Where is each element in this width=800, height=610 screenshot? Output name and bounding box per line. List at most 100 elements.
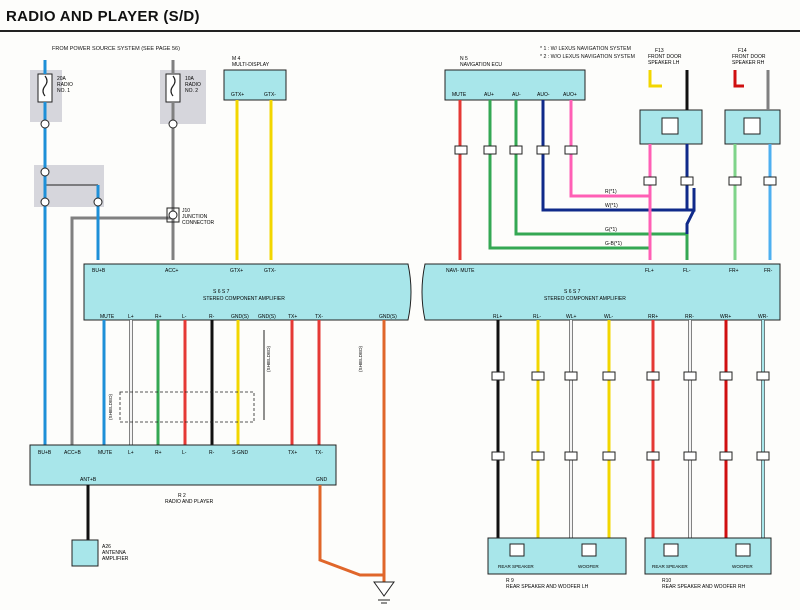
conn-rl-pos-1 [491, 371, 505, 381]
rear-rh-woofer-icon [735, 543, 751, 557]
conn-fl-pos [643, 176, 657, 186]
conn-rr-pos-1 [646, 371, 660, 381]
amp-pin-wlp: WL+ [566, 314, 577, 320]
fuse-radio2 [165, 73, 181, 103]
wire-accb-radio [70, 216, 173, 445]
conn-wl-pos-2 [564, 451, 578, 461]
label-fl-pos: R(*1) [605, 189, 617, 195]
fuse-radio2-label: RADIO [185, 82, 201, 88]
shield-label-3: (SHIELDED) [358, 345, 363, 372]
multi-display-id: M 4 [232, 56, 241, 62]
rear-lh-woofer-label: WOOFER [578, 564, 599, 569]
rear-lh-woofer-icon [581, 543, 597, 557]
front-speaker-lh-label-2: SPEAKER LH [648, 60, 680, 66]
conn-rr-neg-1 [683, 371, 697, 381]
rear-rh-woofer-label: WOOFER [732, 564, 753, 569]
radio-pin-lp: L+ [128, 450, 134, 456]
amp-pin-gtxm: GTX- [264, 268, 276, 274]
amp-pin-wlm: WL- [604, 314, 614, 320]
front-speaker-rh-id: F14 [738, 48, 747, 54]
wire-auom [541, 100, 696, 212]
radio-pin-sgnd: S-GND [232, 450, 249, 456]
conn-wr-pos-2 [719, 451, 733, 461]
amp-pin-rp: R+ [155, 314, 162, 320]
amp-pin-rrp: RR+ [648, 314, 658, 320]
amp-pin-gnds3: GND(S) [379, 314, 397, 320]
front-speaker-lh-id: F13 [655, 48, 664, 54]
wire-auop [569, 100, 652, 198]
label-fr-pos: G(*1) [605, 227, 617, 233]
legend-note-2: * 2 : W/O LEXUS NAVIGATION SYSTEM [540, 54, 635, 60]
amp-pin-rrm: RR- [685, 314, 694, 320]
conn-nav-aum [509, 145, 523, 155]
rear-lh-id: R 9 [506, 578, 514, 584]
rear-lh-name: REAR SPEAKER AND WOOFER LH [506, 584, 589, 590]
radio-pin-lm: L- [182, 450, 187, 456]
amp-panel-right [421, 263, 781, 321]
wire-fr-tweeter [733, 70, 744, 88]
nav-pin-aum: AU- [512, 92, 521, 98]
junction-connector [166, 207, 180, 223]
fuse-radio2-amps: 10A [185, 76, 195, 82]
amp-pin-wrm: WR- [758, 314, 768, 320]
conn-fuse2 [168, 119, 178, 129]
nav-ecu-box [444, 69, 586, 101]
shield-label-2: (SHIELDED) [266, 345, 271, 372]
conn-junction [168, 210, 178, 220]
source-note: FROM POWER SOURCE SYSTEM (SEE PAGE 56) [52, 46, 180, 52]
amp-pin-bub: BU+B [92, 268, 106, 274]
page-title: RADIO AND PLAYER (S/D) [6, 8, 200, 25]
radio-pin-mute: MUTE [98, 450, 113, 456]
amp-pin-frm: FR- [764, 268, 773, 274]
shield-label-1: (SHIELDED) [108, 393, 113, 420]
fuse-radio1-amps: 20A [57, 76, 67, 82]
radio-pin-txm: TX- [315, 450, 323, 456]
nav-pin-auom: AUO- [537, 92, 550, 98]
antenna-id: A26 [102, 544, 111, 550]
amp-pin-txm: TX- [315, 314, 323, 320]
amp-pin-flm: FL- [683, 268, 691, 274]
amp-pin-lm: L- [182, 314, 187, 320]
radio-pin-ant: ANT+B [80, 477, 97, 483]
nav-ecu-name: NAVIGATION ECU [460, 62, 502, 68]
antenna-amp-box [71, 539, 99, 567]
title-rule [0, 30, 800, 32]
nav-ecu-id: N 5 [460, 56, 468, 62]
front-speaker-lh-icon [661, 117, 679, 135]
junction-id: J10 [182, 208, 190, 214]
radio-box [29, 444, 337, 486]
radio-pin-accb: ACC+B [64, 450, 81, 456]
radio-pin-bub: BU+B [38, 450, 52, 456]
conn-wr-neg-2 [756, 451, 770, 461]
conn-rr-pos-2 [646, 451, 660, 461]
amp-pin-gnds2: GND(S) [258, 314, 276, 320]
amp-pin-flp: FL+ [645, 268, 654, 274]
shield-box [119, 391, 255, 423]
multi-display-name: MULTI-DISPLAY [232, 62, 270, 68]
fuse-radio2-num: NO. 2 [185, 88, 198, 94]
fuse-radio1 [37, 73, 53, 103]
junction-label-2: CONNECTOR [182, 220, 215, 226]
amp-pin-rm: R- [209, 314, 215, 320]
conn-nav-aup [483, 145, 497, 155]
conn-nav-mute [454, 145, 468, 155]
amp-pin-txp: TX+ [288, 314, 297, 320]
amp-pin-navi-mute: NAVI- MUTE [446, 268, 475, 274]
front-speaker-lh-label-1: FRONT DOOR [648, 54, 682, 60]
multi-display-box [223, 69, 287, 101]
radio-pin-gnd: GND [316, 477, 328, 483]
amp-pin-mute: MUTE [100, 314, 115, 320]
rear-rh-speaker-label: REAR SPEAKER [652, 564, 688, 569]
ground-icon [373, 581, 395, 597]
wire-gnd-radio [318, 485, 384, 577]
wire-fl-neg-low [685, 209, 696, 234]
amp-pin-lp: L+ [128, 314, 134, 320]
radio-id: R 2 [178, 493, 186, 499]
fuse-radio2-icon [170, 75, 176, 97]
radio-pin-rm: R- [209, 450, 215, 456]
conn-nav-auom [536, 145, 550, 155]
conn-nav-auop [564, 145, 578, 155]
fuse-radio1-icon [42, 75, 48, 97]
